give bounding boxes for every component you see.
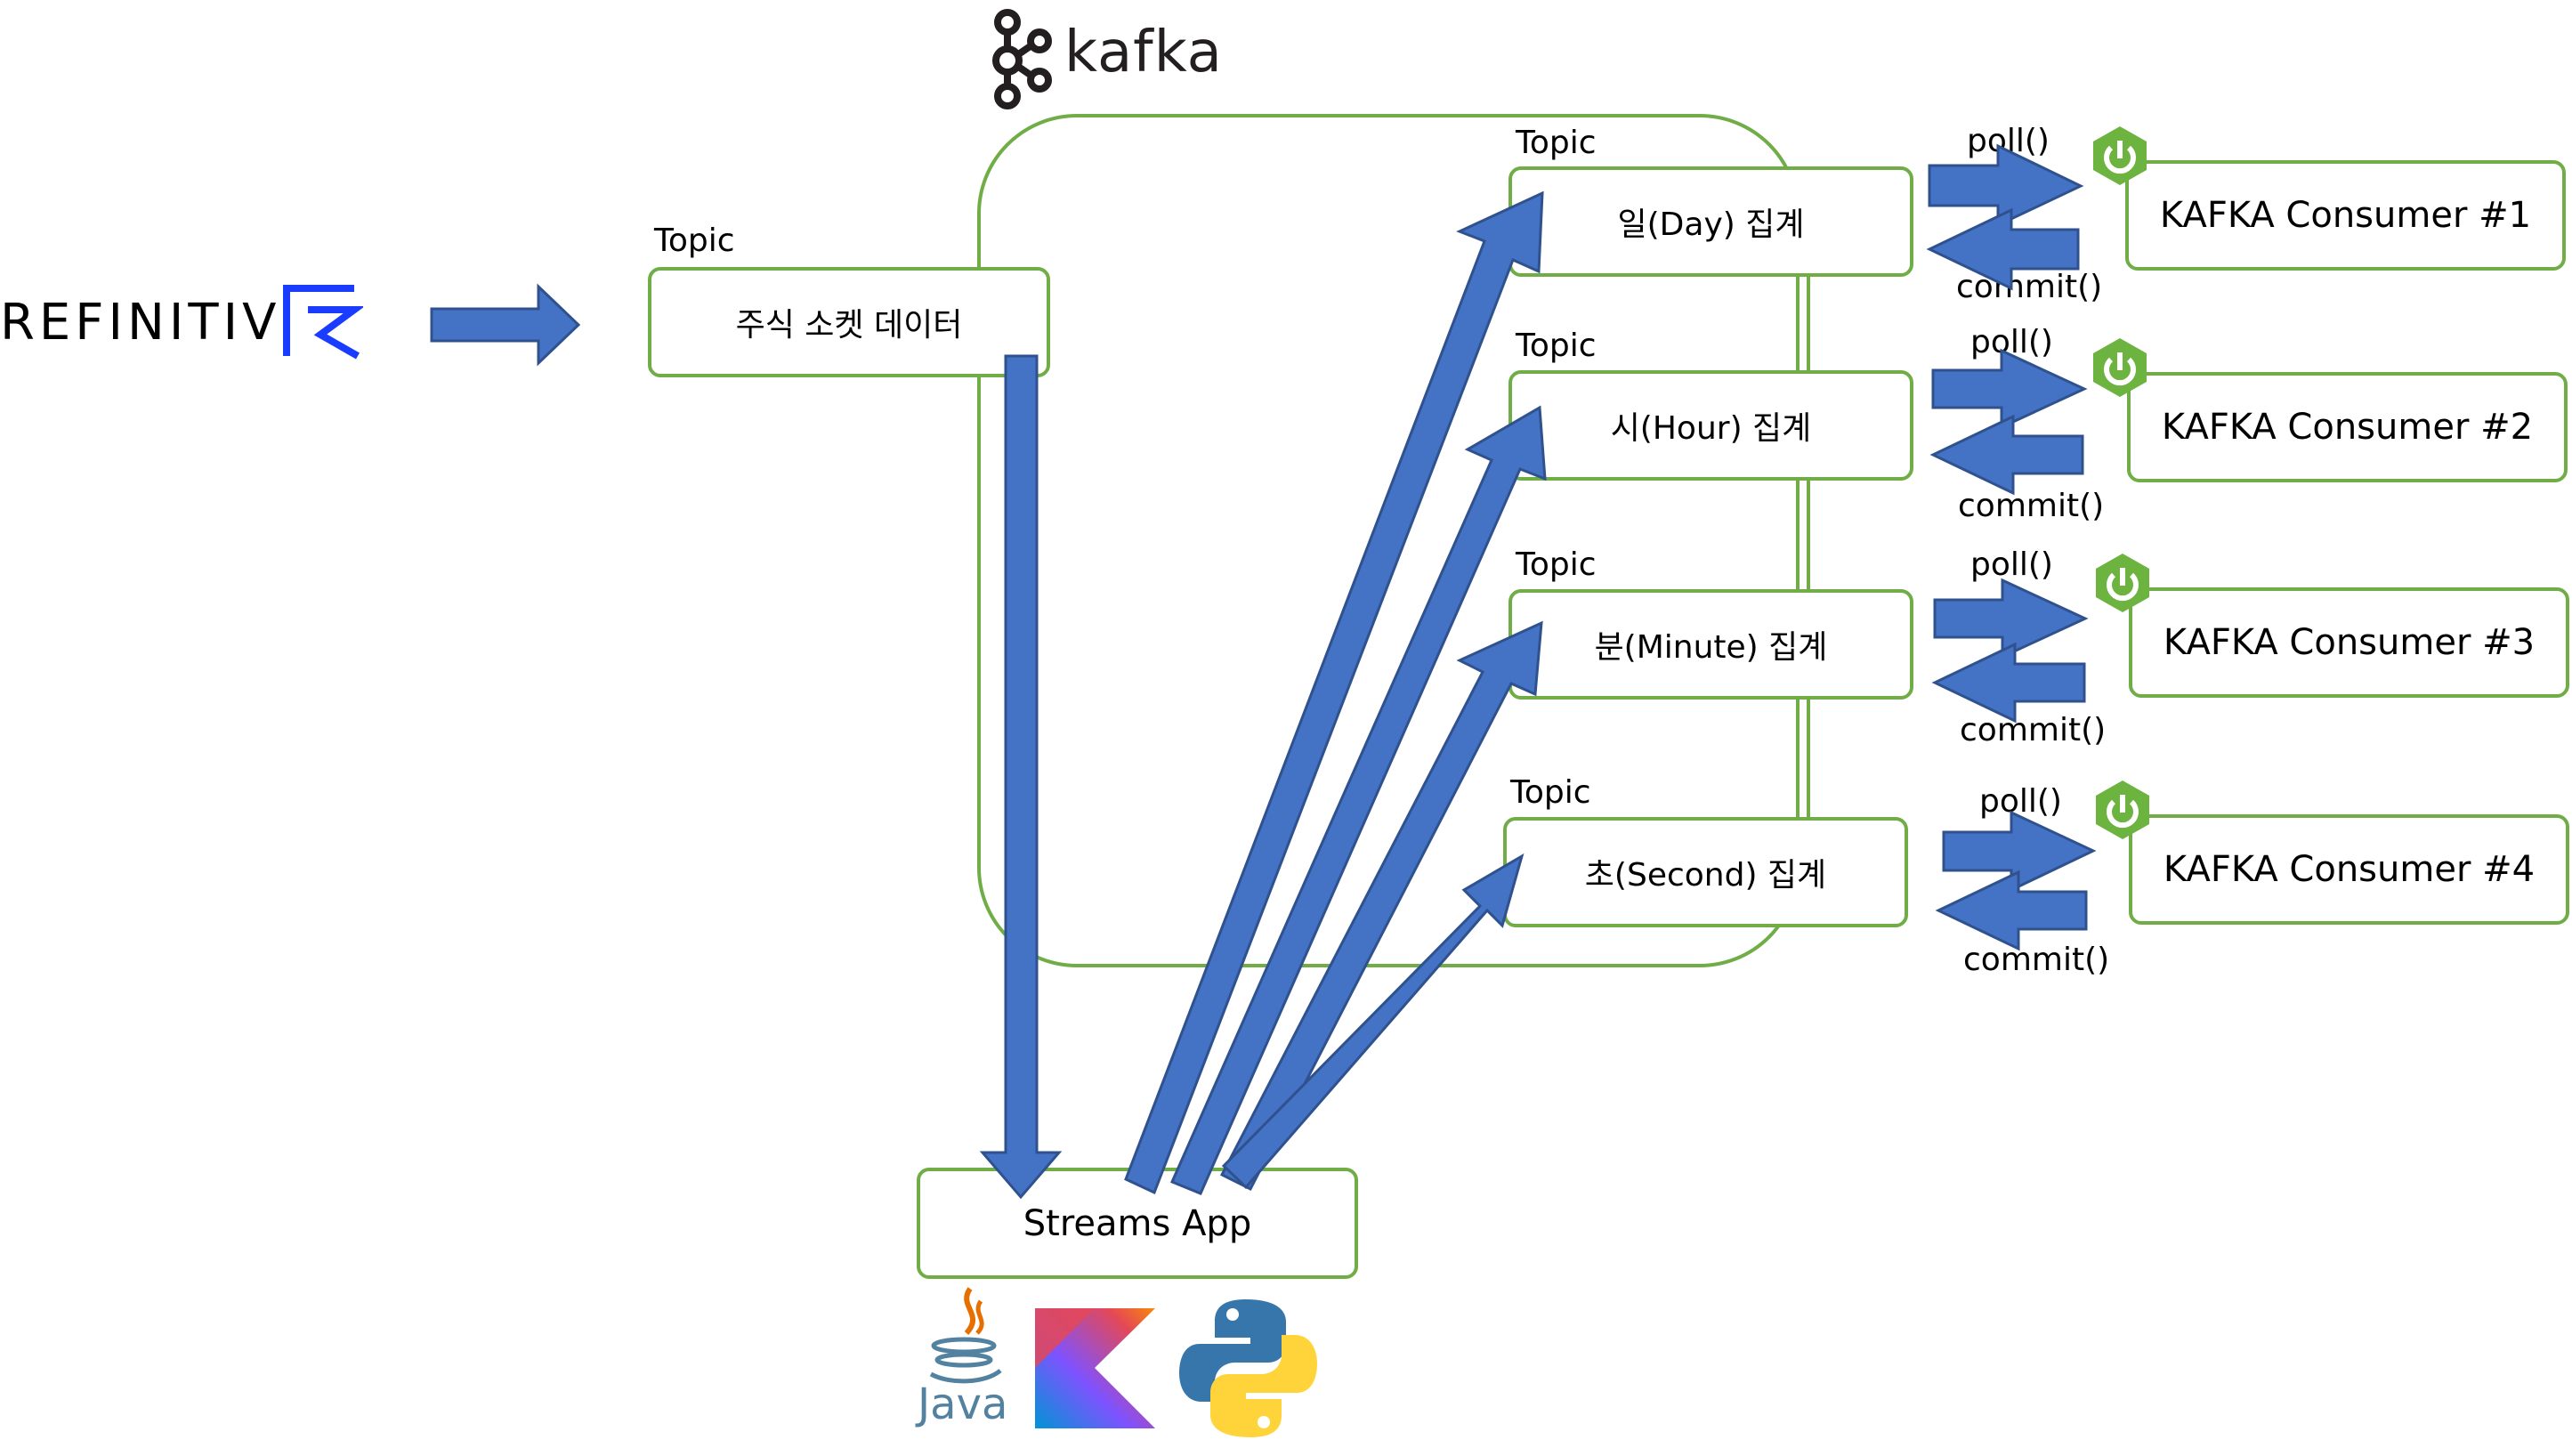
consumer-2-label: KAFKA Consumer #2 — [2161, 407, 2534, 448]
spring-icon — [2093, 338, 2147, 397]
consumer-3-label: KAFKA Consumer #3 — [2163, 622, 2536, 663]
consumer-2-commit-label: commit() — [1958, 488, 2105, 524]
java-logo: Java — [915, 1282, 1013, 1437]
streams-app-label: Streams App — [1023, 1202, 1252, 1244]
consumer-1-box: KAFKA Consumer #1 — [2125, 160, 2566, 271]
topic-minute-box: 분(Minute) 집계 — [1508, 589, 1913, 700]
consumer-4-label: KAFKA Consumer #4 — [2163, 849, 2536, 890]
refinitiv-wordmark: REFINITIV — [0, 294, 281, 352]
source-topic-label: 주식 소켓 데이터 — [735, 307, 963, 344]
consumer-4-commit-label: commit() — [1963, 942, 2110, 978]
kafka-logo: kafka — [988, 7, 1222, 109]
kafka-logo-icon — [992, 9, 1052, 109]
consumer-1-label: KAFKA Consumer #1 — [2159, 195, 2532, 236]
topic-hour-tag: Topic — [1516, 328, 1597, 364]
consumer-4-poll-label: poll() — [1979, 783, 2062, 820]
kafka-wordmark: kafka — [1064, 20, 1223, 85]
java-wordmark: Java — [918, 1379, 1008, 1429]
topic-day-box: 일(Day) 집계 — [1508, 166, 1913, 277]
kotlin-icon — [1035, 1308, 1155, 1428]
spring-icon — [2096, 554, 2149, 612]
topic-second-tag: Topic — [1510, 774, 1591, 811]
topic-second-box: 초(Second) 집계 — [1503, 817, 1908, 927]
source-topic-box: 주식 소켓 데이터 — [648, 267, 1050, 377]
topic-day-label: 일(Day) 집계 — [1617, 206, 1805, 243]
consumer-2-box: KAFKA Consumer #2 — [2127, 372, 2568, 482]
consumer-3-poll-label: poll() — [1970, 546, 2053, 583]
refinitiv-logo-icon — [283, 285, 363, 360]
topic-hour-label: 시(Hour) 집계 — [1610, 410, 1812, 447]
topic-minute-tag: Topic — [1516, 546, 1597, 583]
streams-app-box: Streams App — [917, 1168, 1358, 1279]
consumer-3-commit-label: commit() — [1960, 712, 2107, 748]
consumer-3-box: KAFKA Consumer #3 — [2129, 587, 2569, 698]
topic-hour-box: 시(Hour) 집계 — [1508, 370, 1913, 481]
consumer-1-commit-label: commit() — [1956, 269, 2103, 305]
python-icon — [1179, 1299, 1317, 1437]
spring-icon — [2096, 781, 2149, 839]
consumer-2-poll-label: poll() — [1970, 324, 2053, 360]
consumer-1-poll-label: poll() — [1967, 123, 2050, 159]
source-topic-tag: Topic — [654, 222, 735, 259]
consumer-4-box: KAFKA Consumer #4 — [2129, 814, 2569, 925]
spring-icon — [2093, 126, 2147, 185]
topic-second-label: 초(Second) 집계 — [1584, 857, 1827, 894]
topic-minute-label: 분(Minute) 집계 — [1594, 629, 1828, 666]
topic-day-tag: Topic — [1516, 125, 1597, 161]
java-icon — [929, 1287, 1002, 1384]
